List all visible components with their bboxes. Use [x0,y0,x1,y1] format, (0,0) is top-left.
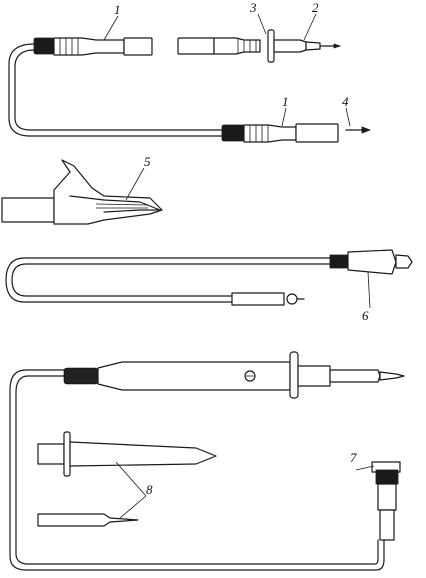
bnc-connector [371,461,401,541]
lead-cable [8,43,223,137]
finger-guard [267,29,275,63]
banana-plug-bottom [221,123,339,143]
label-5-clip: 5 [144,154,151,169]
label-3-guard: 3 [249,0,257,15]
direction-arrow [345,126,372,134]
label-7-bnc: 7 [350,450,357,465]
leader-lines [103,13,375,519]
pin-tip [37,513,139,527]
clip-lead-assembly [5,249,413,306]
probe-guard [289,351,299,399]
oscilloscope-probe-assembly [9,351,405,571]
alligator-clip [1,159,163,225]
label-4-arrow: 4 [342,94,349,109]
label-6-clip-lead: 6 [362,308,369,323]
hook-tip [37,431,217,477]
label-1-top-plug: 1 [114,2,121,17]
clip-lead-cable [5,257,331,303]
label-1-bottom-plug: 1 [282,94,289,109]
banana-plug-top [33,37,153,56]
test-lead-assembly [8,29,372,143]
label-2-probe: 2 [312,0,319,15]
label-8-tips: 8 [146,482,153,497]
probe-cable [9,369,385,571]
test-probe [177,29,342,63]
